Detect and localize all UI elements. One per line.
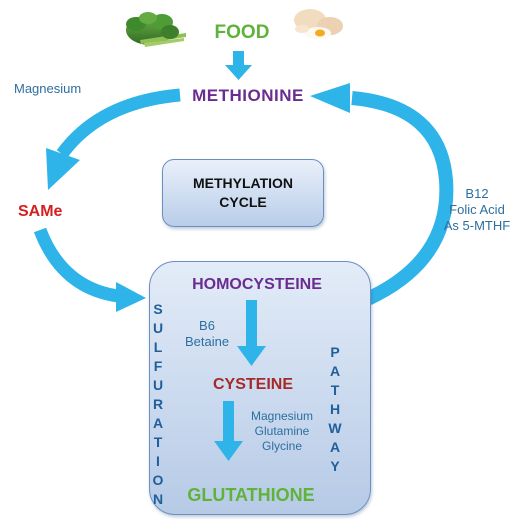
- note-b6: B6: [199, 318, 215, 333]
- node-methionine: METHIONINE: [192, 86, 304, 105]
- note-b12-folate: B12 Folic Acid As 5-MTHF: [433, 186, 521, 234]
- sulfuration-letter: T: [153, 434, 163, 450]
- sulfuration-pathway-box: [149, 261, 371, 515]
- note-b12: B12: [465, 186, 489, 201]
- note-magnesium-glutamine-glycine: Magnesium Glutamine Glycine: [240, 409, 324, 454]
- sulfuration-letter: U: [152, 377, 164, 393]
- node-same: SAMe: [18, 203, 63, 220]
- note-5mthf: As 5-MTHF: [443, 218, 511, 233]
- node-cysteine: CYSTEINE: [212, 376, 293, 393]
- methylation-cycle-box: METHYLATION CYCLE: [162, 159, 324, 227]
- sulfuration-letter: I: [156, 453, 160, 469]
- sulfuration-letter: A: [152, 415, 164, 431]
- arrow-cysteine-to-glutathione: [214, 401, 243, 461]
- vegetables-photo: [126, 12, 186, 47]
- note-b6-betaine: B6 Betaine: [178, 318, 236, 350]
- node-food: FOOD: [214, 22, 270, 43]
- sulfuration-letter: L: [153, 339, 163, 355]
- cycle-box-line2: CYCLE: [219, 194, 267, 210]
- arrow-methionine-to-same: [46, 88, 181, 190]
- arrow-homocysteine-to-methionine: [310, 83, 454, 308]
- sulfuration-letter: R: [152, 396, 164, 412]
- pathway-letter: A: [329, 363, 341, 379]
- pathway-letter: H: [329, 401, 341, 417]
- note-magnesium-low: Magnesium: [250, 409, 314, 423]
- note-betaine: Betaine: [184, 334, 230, 349]
- pathway-letter: W: [328, 420, 342, 436]
- sulfuration-letter: N: [152, 491, 164, 507]
- note-glutamine: Glutamine: [254, 424, 310, 438]
- pathway-letter: P: [330, 344, 340, 360]
- node-homocysteine: HOMOCYSTEINE: [192, 276, 322, 293]
- pathway-letter: Y: [330, 458, 340, 474]
- note-magnesium-top: Magnesium: [14, 81, 82, 96]
- pathway-letter: A: [329, 439, 341, 455]
- arrow-same-to-homocysteine: [33, 227, 146, 312]
- arrow-homocysteine-to-cysteine: [237, 300, 266, 366]
- sulfuration-letter: S: [153, 301, 163, 317]
- sulfuration-letter: O: [152, 472, 164, 488]
- pathway-letter: T: [330, 382, 340, 398]
- eggs-photo: [294, 9, 343, 39]
- node-glutathione: GLUTATHIONE: [187, 485, 315, 505]
- arrow-food-to-methionine: [225, 51, 252, 80]
- note-glycine: Glycine: [261, 439, 302, 453]
- sulfuration-letter: F: [153, 358, 163, 374]
- sulfuration-letter: U: [152, 320, 164, 336]
- note-folic-acid: Folic Acid: [449, 202, 505, 217]
- cycle-box-line1: METHYLATION: [192, 175, 294, 191]
